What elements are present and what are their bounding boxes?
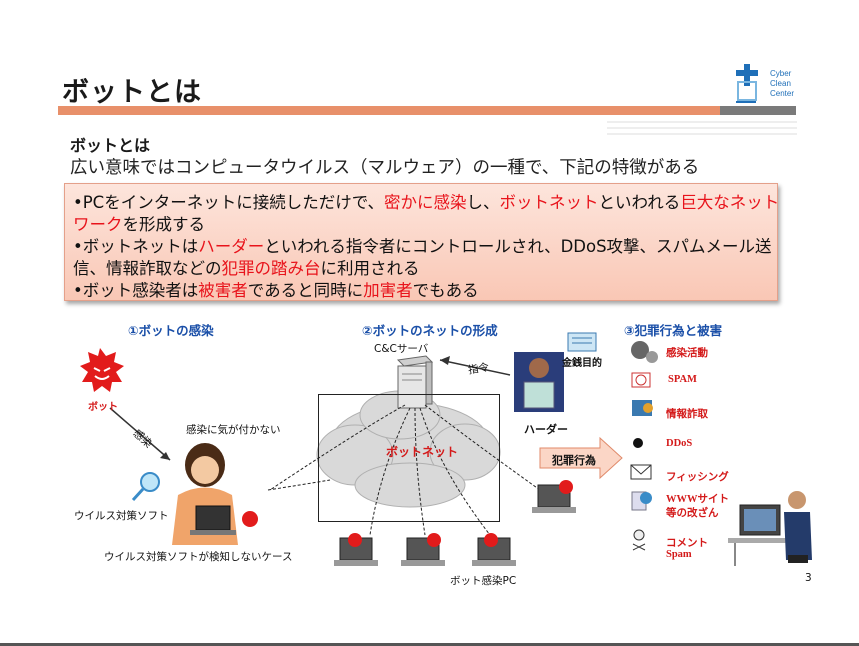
point-line-1: •PCをインターネットに接続しただけで、密かに感染し、ボットネットといわれる巨大…	[73, 193, 780, 212]
decorative-lines	[607, 121, 797, 135]
unaware-label: 感染に気が付かない	[186, 424, 281, 436]
footer-line	[0, 643, 859, 646]
antivirus-label: ウイルス対策ソフト	[74, 510, 169, 522]
comment-label-1: コメント	[666, 537, 708, 549]
money-icon	[567, 332, 597, 352]
bot-small-icon-1	[242, 511, 258, 527]
www-label-2: 等の改ざん	[666, 507, 719, 519]
phishing-label: フィッシング	[666, 471, 729, 483]
botnet-cloud	[316, 390, 501, 508]
infection-arrow	[109, 407, 171, 461]
bot-label: ボット	[88, 402, 118, 413]
infected-pc-icons	[334, 480, 576, 566]
cc-server-icon	[396, 355, 434, 409]
bomb-icon	[633, 438, 643, 448]
spam-label: SPAM	[668, 374, 697, 385]
undetected-label: ウイルス対策ソフトが検知しないケース	[104, 551, 293, 563]
section-crime: ③犯罪行為と被害	[624, 323, 723, 338]
point-line-5: •ボット感染者は被害者であると同時に加害者でもある	[73, 281, 479, 300]
info-theft-label: 情報詐取	[666, 408, 708, 420]
slide-title: ボットとは	[62, 77, 202, 108]
infection-activity-label: 感染活動	[666, 347, 708, 359]
harder-label: ハーダー	[524, 423, 568, 436]
victim-icon	[728, 491, 812, 566]
title-underline	[58, 106, 720, 115]
www-label-1: WWWサイト	[666, 494, 729, 505]
skull-icon	[633, 529, 645, 541]
intro-text: 広い意味ではコンピュータウイルス（マルウェア）の一種で、下記の特徴がある	[70, 158, 700, 178]
section-botnet-formation: ②ボットのネットの形成	[362, 323, 498, 338]
svg-text:Center: Center	[770, 89, 794, 98]
crime-icons	[630, 341, 658, 551]
magnifier-icon	[131, 472, 160, 502]
key-points-box: •PCをインターネットに接続しただけで、密かに感染し、ボットネットといわれる巨大…	[64, 183, 780, 301]
cc-server-label: C&Cサーバ	[374, 343, 429, 355]
infected-user-icon	[172, 443, 238, 545]
point-line-4: 信、情報詐取などの犯罪の踏み台に利用される	[73, 259, 420, 278]
botnet-frame	[318, 394, 500, 522]
bot-virus-icon	[80, 348, 124, 392]
svg-text:Clean: Clean	[770, 79, 791, 88]
command-lines	[269, 404, 541, 536]
comment-label-2: Spam	[666, 549, 692, 560]
title-underline-dark	[720, 106, 796, 115]
botnet-label: ボットネット	[386, 445, 459, 459]
harder-icon	[514, 352, 564, 412]
gear-icon	[631, 341, 649, 359]
svg-text:Cyber: Cyber	[770, 69, 792, 78]
cyber-clean-center-logo: Cyber Clean Center	[736, 64, 794, 103]
money-label: 金銭目的	[562, 358, 602, 369]
command-arrow	[439, 359, 511, 376]
crime-act-label: 犯罪行為	[552, 454, 596, 467]
infected-pc-label: ボット感染PC	[450, 575, 517, 587]
section-infection: ①ボットの感染	[128, 323, 214, 338]
ddos-label: DDoS	[666, 438, 693, 449]
crime-arrow	[539, 436, 623, 480]
page-number: 3	[805, 572, 812, 584]
botnet-diagram	[80, 332, 812, 566]
spam-icon	[631, 372, 651, 388]
section-heading: ボットとは	[70, 136, 151, 155]
point-line-2: ワークを形成する	[73, 215, 205, 234]
mail-icon	[630, 464, 652, 480]
point-line-3: •ボットネットはハーダーといわれる指令者にコントロールされ、DDoS攻撃、スパム…	[73, 237, 772, 256]
